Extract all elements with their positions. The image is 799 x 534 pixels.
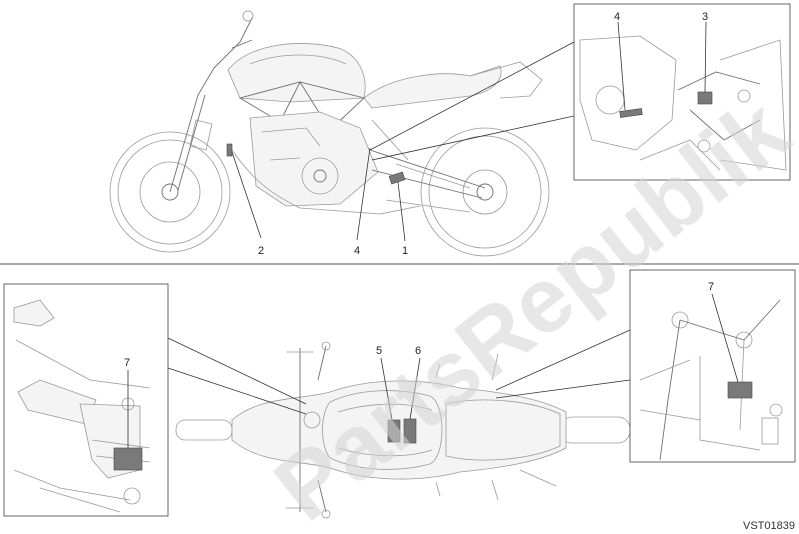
callout-3: 3 [702,11,708,23]
motorcycle-top-view [175,341,631,519]
callout-7-right: 7 [708,281,714,293]
callout-6: 6 [415,345,421,357]
callout-1: 1 [402,245,408,257]
callout-5: 5 [376,345,382,357]
detail-box-right [495,269,796,463]
callout-4-side: 4 [354,245,360,257]
detail-box-frame [369,3,791,181]
detail-box-left [3,283,307,517]
diagram-code: VST01839 [743,520,795,532]
motorcycle-side-view [109,10,550,257]
callout-4-detail: 4 [614,11,620,23]
callout-2: 2 [258,245,264,257]
callout-7-left: 7 [124,357,130,369]
